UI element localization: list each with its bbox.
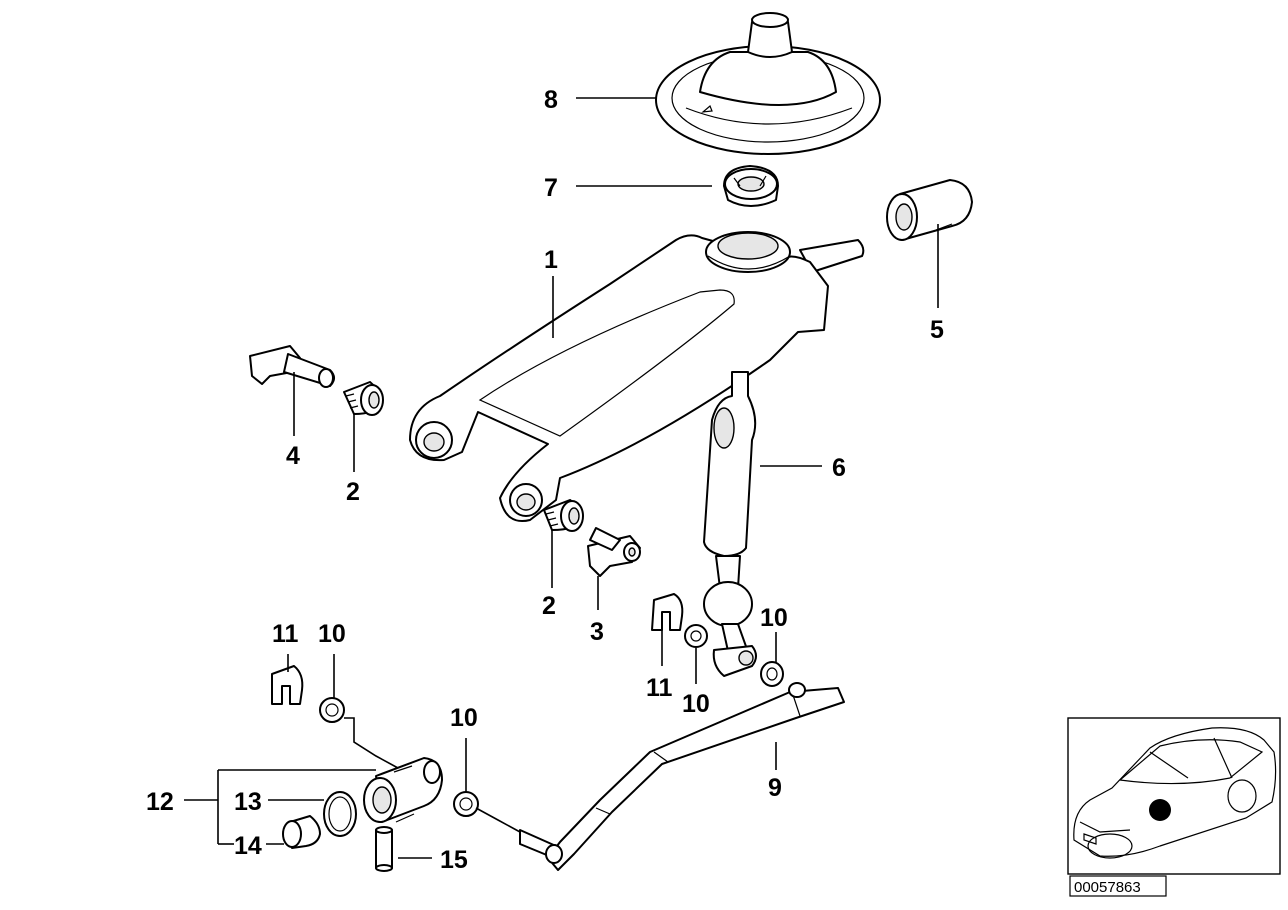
callout-7: 7 — [544, 174, 558, 202]
callout-labels: 8 7 1 5 4 2 6 2 3 11 10 10 11 10 10 12 1… — [146, 86, 944, 874]
part-13-ring-seal[interactable] — [323, 791, 357, 837]
callout-15: 15 — [440, 846, 468, 874]
part-1-selector-lever[interactable] — [409, 231, 865, 522]
callout-10-right-bottom: 10 — [682, 690, 710, 718]
callout-13: 13 — [234, 788, 262, 816]
leader-lines — [184, 97, 939, 859]
callout-3: 3 — [590, 618, 604, 646]
part-4-clip-bolt[interactable] — [249, 345, 335, 388]
reference-number-box: 00057863 — [1069, 875, 1167, 897]
callout-2-lower: 2 — [542, 592, 556, 620]
part-10-washer-a[interactable] — [684, 624, 708, 648]
part-7-bearing-ring[interactable] — [723, 165, 779, 207]
callout-6: 6 — [832, 454, 846, 482]
part-12-joint-housing[interactable] — [363, 757, 443, 823]
callout-1: 1 — [544, 246, 558, 274]
part-2-bushing-upper[interactable] — [343, 381, 384, 416]
part-11-clip-right[interactable] — [651, 593, 684, 631]
callout-10-left-bottom: 10 — [450, 704, 478, 732]
part-14-insert[interactable] — [282, 815, 321, 849]
callout-8: 8 — [544, 86, 558, 114]
part-10-washer-b[interactable] — [760, 661, 784, 687]
callout-10-right-top: 10 — [760, 604, 788, 632]
callout-2-upper: 2 — [346, 478, 360, 506]
part-10-washer-d[interactable] — [453, 791, 479, 817]
part-11-clip-left[interactable] — [271, 665, 304, 705]
callout-11-right: 11 — [646, 674, 673, 702]
vehicle-location-inset — [1067, 717, 1281, 875]
callout-11-left: 11 — [272, 620, 299, 648]
callout-14: 14 — [234, 832, 262, 860]
callout-12: 12 — [146, 788, 174, 816]
part-6-shift-rod[interactable] — [703, 371, 757, 677]
callout-10-left-top: 10 — [318, 620, 346, 648]
part-2-bushing-lower[interactable] — [543, 499, 584, 532]
part-15-pin[interactable] — [375, 826, 393, 872]
part-10-washer-c[interactable] — [319, 697, 345, 723]
part-5-bushing[interactable] — [886, 179, 973, 241]
part-8-shift-boot[interactable] — [655, 12, 881, 155]
car-outline-icon — [1073, 727, 1277, 859]
location-marker-icon — [1149, 799, 1171, 821]
part-9-selector-rod[interactable] — [519, 682, 845, 871]
callout-5: 5 — [930, 316, 944, 344]
callout-9: 9 — [768, 774, 782, 802]
part-3-clip-bolt[interactable] — [587, 527, 641, 577]
callout-4: 4 — [286, 442, 300, 470]
reference-number: 00057863 — [1074, 879, 1141, 896]
